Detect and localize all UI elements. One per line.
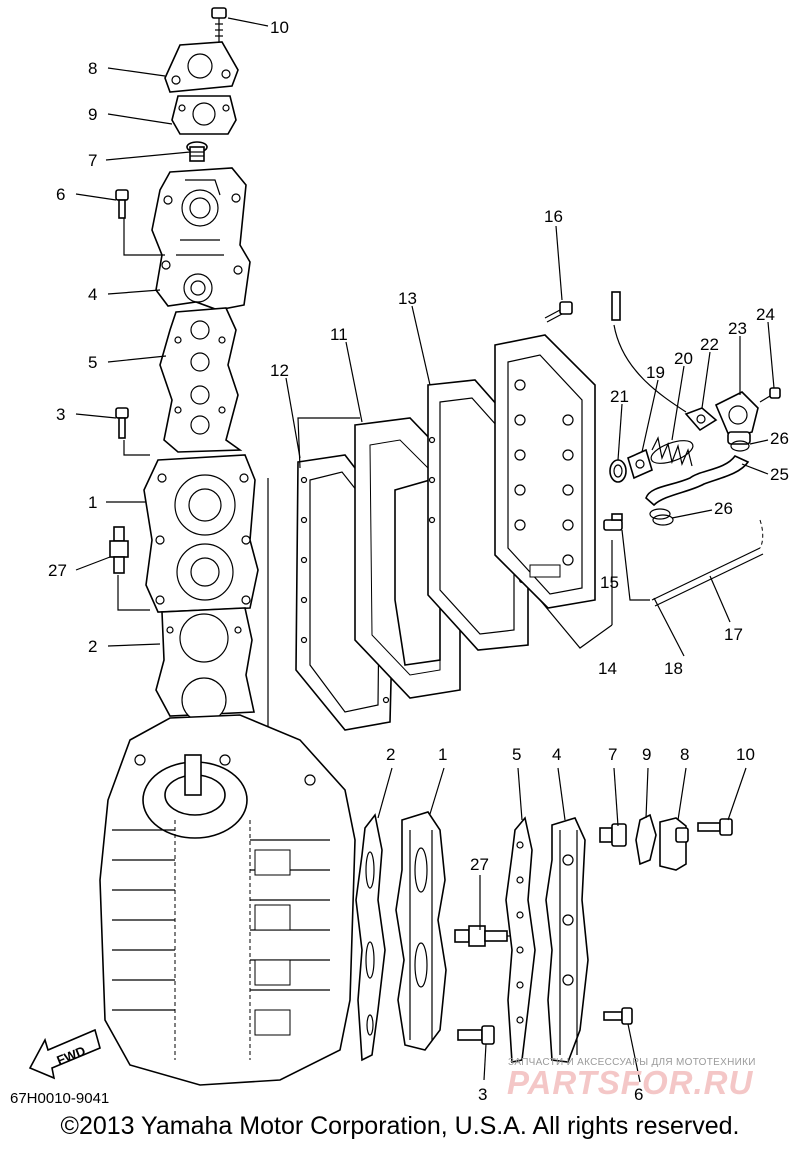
callout-6: 6 bbox=[56, 185, 65, 204]
part-27-spark-plug bbox=[109, 526, 129, 574]
diagram-code: 67H0010-9041 bbox=[10, 1090, 110, 1107]
callout-8: 8 bbox=[680, 745, 689, 764]
callout-26: 26 bbox=[770, 429, 789, 448]
callout-3: 3 bbox=[56, 405, 65, 424]
part-14-exhaust-cover bbox=[494, 334, 596, 609]
watermark-tagline: ЗАПЧАСТИ И АКСЕССУАРЫ ДЛЯ МОТОТЕХНИКИ bbox=[508, 1057, 756, 1068]
callout-leaders bbox=[75, 17, 775, 657]
callout-26: 26 bbox=[714, 499, 733, 518]
callout-21: 21 bbox=[610, 387, 629, 406]
part-8-cover bbox=[164, 41, 239, 93]
callout-5: 5 bbox=[88, 353, 97, 372]
callout-1: 1 bbox=[438, 745, 447, 764]
callout-12: 12 bbox=[270, 361, 289, 380]
callout-8: 8 bbox=[88, 59, 97, 78]
callout-14: 14 bbox=[598, 659, 617, 678]
part-26-clip bbox=[649, 440, 750, 526]
callout-4: 4 bbox=[552, 745, 561, 764]
callout-10: 10 bbox=[270, 18, 289, 37]
part-2-side-gasket bbox=[355, 813, 386, 1062]
callout-6: 6 bbox=[634, 1085, 643, 1104]
fwd-direction-arrow: FWD bbox=[28, 1028, 101, 1080]
part-8-side-cover bbox=[659, 817, 689, 871]
callout-16: 16 bbox=[544, 207, 563, 226]
callout-25: 25 bbox=[770, 465, 789, 484]
callout-5: 5 bbox=[512, 745, 521, 764]
watermark-logo: PARTSFOR.RU bbox=[507, 1064, 754, 1101]
callout-20: 20 bbox=[674, 349, 693, 368]
part-10-bolt bbox=[211, 7, 227, 44]
callout-2: 2 bbox=[88, 637, 97, 656]
callout-7: 7 bbox=[608, 745, 617, 764]
callout-24: 24 bbox=[756, 305, 775, 324]
callout-23: 23 bbox=[728, 319, 747, 338]
part-6-bolt bbox=[115, 189, 129, 219]
part-25-hose bbox=[645, 454, 750, 507]
callout-4: 4 bbox=[88, 285, 97, 304]
callout-13: 13 bbox=[398, 289, 417, 308]
part-27-side-spark-plug bbox=[454, 925, 513, 947]
part-17-tube bbox=[651, 519, 764, 607]
part-22-gasket bbox=[684, 407, 718, 432]
part-20-spring bbox=[650, 436, 694, 467]
part-15-fitting bbox=[603, 513, 623, 531]
callout-27: 27 bbox=[48, 561, 67, 580]
part-5-gasket bbox=[159, 307, 243, 453]
part-9-side-gasket bbox=[635, 813, 657, 866]
part-5-side-gasket bbox=[505, 816, 536, 1063]
part-7-side-thermostat bbox=[599, 823, 627, 847]
lower-guide-lines bbox=[377, 767, 747, 1083]
left-stack-guide-lines bbox=[117, 218, 269, 740]
engine-block bbox=[99, 714, 356, 1086]
copyright-notice: ©2013 Yamaha Motor Corporation, U.S.A. A… bbox=[60, 1112, 740, 1140]
callout-17: 17 bbox=[724, 625, 743, 644]
callout-9: 9 bbox=[88, 105, 97, 124]
part-3-side-bolt bbox=[457, 1025, 495, 1045]
part-10-side-bolt bbox=[697, 818, 733, 836]
part-3-bolt bbox=[115, 407, 129, 439]
part-23-housing bbox=[714, 391, 759, 445]
part-7-thermostat bbox=[186, 141, 208, 162]
callout-11: 11 bbox=[330, 325, 348, 344]
callout-18: 18 bbox=[664, 659, 683, 678]
callout-22: 22 bbox=[700, 335, 719, 354]
part-1-cylinder-head bbox=[143, 454, 259, 613]
callout-19: 19 bbox=[646, 363, 665, 382]
callout-3: 3 bbox=[478, 1085, 487, 1104]
callout-labels: 10 8 9 7 6 4 5 3 1 27 2 16 13 11 12 24 2… bbox=[48, 18, 789, 1104]
callout-1: 1 bbox=[88, 493, 97, 512]
callout-9: 9 bbox=[642, 745, 651, 764]
callout-7: 7 bbox=[88, 151, 97, 170]
callout-10: 10 bbox=[736, 745, 755, 764]
part-4-head-cover bbox=[151, 167, 251, 311]
part-16-bolt bbox=[544, 301, 573, 323]
callout-15: 15 bbox=[600, 573, 619, 592]
part-4-side-cover bbox=[545, 817, 589, 1063]
part-6-side-bolt bbox=[603, 1007, 633, 1025]
part-24-bolt bbox=[759, 387, 781, 403]
part-9-gasket bbox=[171, 95, 237, 135]
part-1-side-head bbox=[395, 811, 447, 1051]
part-21-grommet bbox=[609, 459, 627, 483]
part-19-valve bbox=[627, 448, 653, 480]
callout-27: 27 bbox=[470, 855, 489, 874]
part-2-head-gasket bbox=[155, 607, 255, 723]
callout-2: 2 bbox=[386, 745, 395, 764]
